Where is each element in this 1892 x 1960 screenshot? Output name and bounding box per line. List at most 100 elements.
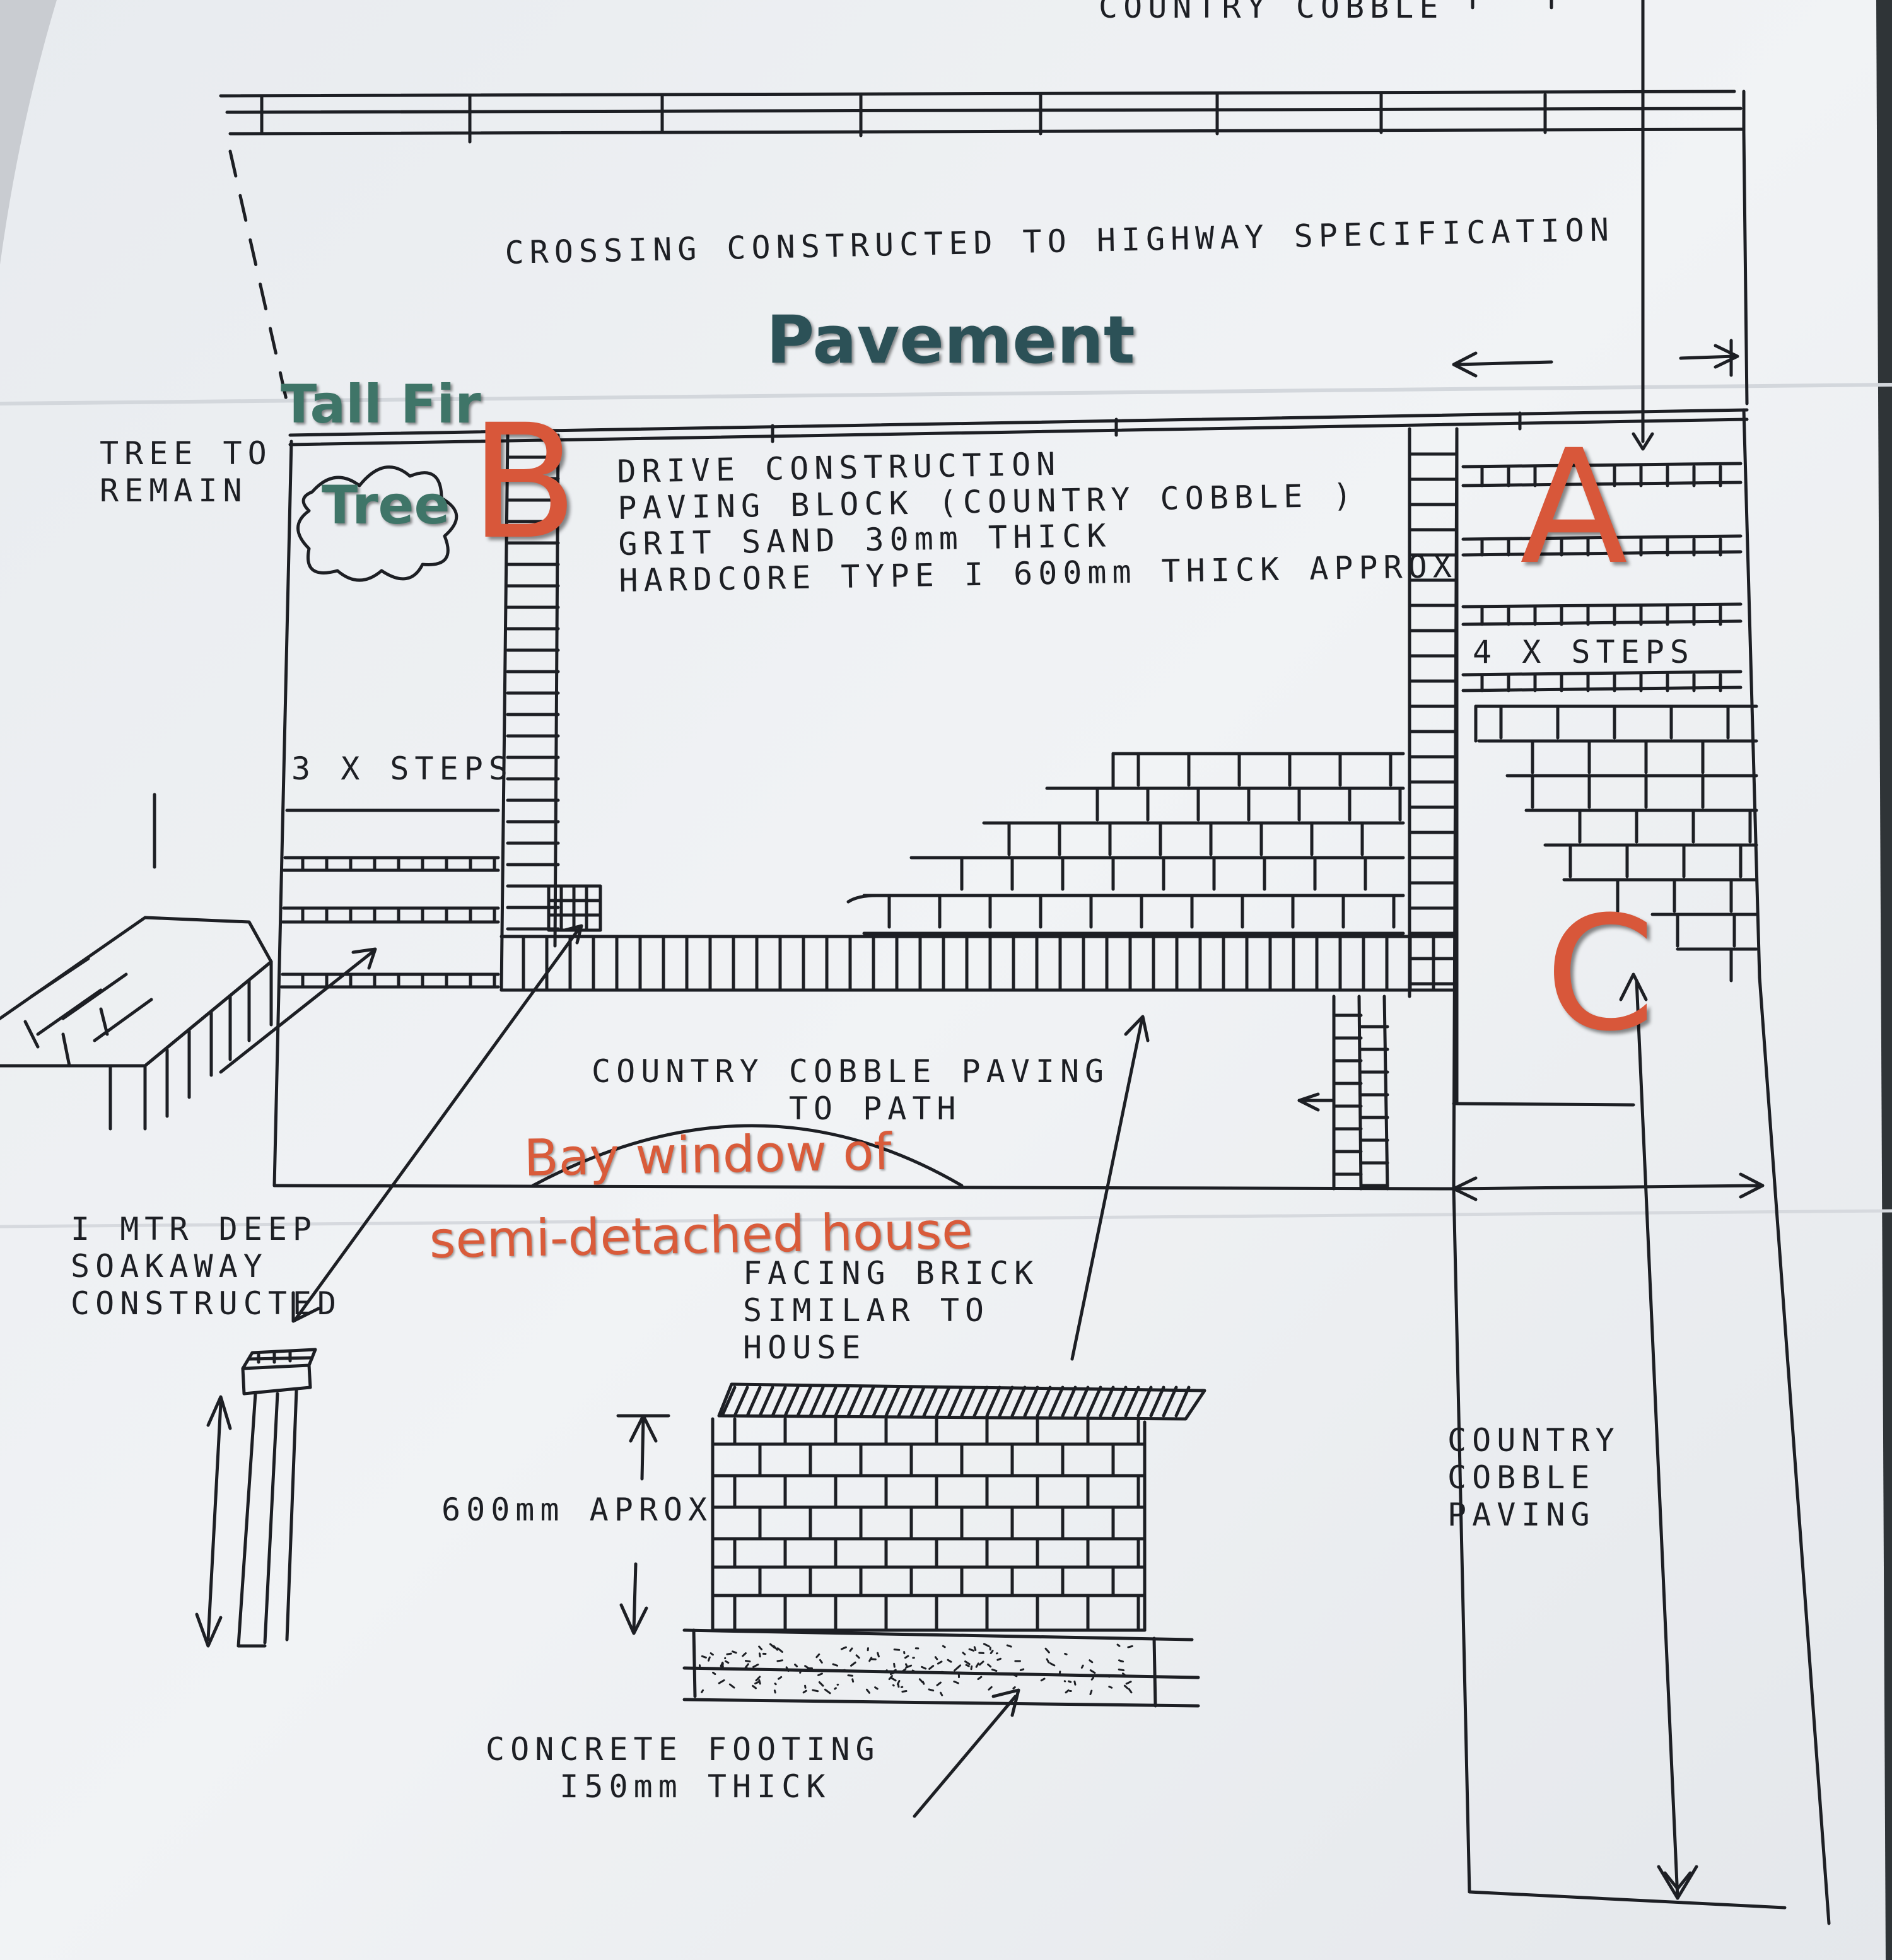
label-drive-construction: DRIVE CONSTRUCTION PAVING BLOCK (COUNTRY… [616, 445, 1458, 599]
coping-hatch [1048, 1385, 1065, 1418]
bin-store-drawing [0, 916, 273, 1131]
footing-aggregate [942, 1645, 946, 1648]
footing-aggregate [773, 1689, 776, 1694]
footing-aggregate [802, 1689, 807, 1694]
label-soakaway: I MTR DEEP SOAKAWAY CONSTRUCTED [71, 1211, 342, 1322]
footing-aggregate [1013, 1674, 1018, 1677]
footing-aggregate [965, 1664, 970, 1667]
three-steps-drawing [279, 808, 500, 989]
footing-aggregate [710, 1652, 714, 1656]
footing-aggregate [936, 1681, 942, 1686]
right-paving-region [1452, 976, 1831, 1925]
coping-hatch [771, 1385, 787, 1418]
wall-elevation-drawing [682, 1382, 1206, 1708]
footing-aggregate [1068, 1680, 1072, 1683]
footing-aggregate [1040, 1677, 1046, 1682]
coping-hatch [821, 1385, 838, 1418]
coping-hatch [1136, 1385, 1153, 1418]
footing-aggregate [988, 1686, 993, 1691]
footing-aggregate [777, 1676, 783, 1680]
annotation-letter-a: A [1520, 416, 1628, 599]
footing-aggregate [884, 1669, 888, 1673]
footing-aggregate [1065, 1689, 1070, 1694]
label-country-cobble-top: COUNTRY COBBLE [1099, 0, 1444, 25]
footing-aggregate [889, 1671, 897, 1676]
bay-window-arc [531, 1124, 964, 1187]
footing-aggregate [1122, 1672, 1126, 1676]
footing-aggregate [732, 1650, 737, 1654]
coping-hatch [1036, 1385, 1052, 1418]
footing-aggregate [893, 1662, 896, 1668]
crossing-dashed-edge [228, 149, 292, 418]
footing-aggregate [785, 1666, 790, 1672]
footing-aggregate [812, 1689, 819, 1693]
coping-hatch [1174, 1385, 1191, 1418]
footing-aggregate [758, 1679, 761, 1685]
footing-aggregate [1089, 1659, 1094, 1664]
footing-aggregate [904, 1655, 909, 1659]
annotation-tall-fir: Tall Fir [281, 373, 481, 435]
coping-hatch [809, 1385, 825, 1418]
footing-aggregate [874, 1686, 879, 1690]
footing-aggregate [905, 1663, 908, 1668]
coping-hatch [922, 1385, 938, 1418]
footing-aggregate [987, 1663, 992, 1668]
footing-aggregate [752, 1684, 757, 1689]
footing-aggregate [1128, 1688, 1133, 1694]
coping-hatch [1099, 1385, 1115, 1418]
soakaway-grid [547, 884, 602, 932]
coping-hatch [1111, 1385, 1128, 1418]
footing-aggregate [1127, 1645, 1133, 1648]
footing-aggregate [970, 1665, 973, 1671]
footing-aggregate [755, 1676, 761, 1682]
footing-aggregate [834, 1687, 837, 1690]
coping-hatch [960, 1385, 976, 1418]
footing-aggregate [818, 1681, 824, 1687]
footing-aggregate [968, 1648, 975, 1652]
annotation-letter-b: B [470, 390, 578, 574]
footing-aggregate [877, 1652, 880, 1658]
footing-aggregate [819, 1659, 823, 1664]
footing-aggregate [754, 1681, 761, 1684]
coping-hatch [783, 1385, 800, 1418]
footing-aggregate [1049, 1662, 1056, 1667]
footing-aggregate [815, 1653, 820, 1659]
footing-aggregate [707, 1656, 711, 1662]
footing-aggregate [1012, 1686, 1016, 1689]
footing-aggregate [891, 1669, 897, 1674]
right-brick-cascade [1474, 704, 1758, 983]
footing-aggregate [1108, 1686, 1113, 1689]
coping-hatch [720, 1385, 737, 1418]
footing-aggregate [817, 1672, 823, 1676]
footing-aggregate [1118, 1668, 1125, 1672]
coping-hatch [872, 1385, 888, 1418]
label-facing-brick: FACING BRICK SIMILAR TO HOUSE [743, 1255, 1039, 1366]
label-cobble-path: COUNTRY COBBLE PAVING TO PATH [592, 1053, 1110, 1127]
footing-aggregate [1116, 1643, 1121, 1647]
coping-hatch [897, 1385, 913, 1418]
footing-aggregate [1089, 1669, 1096, 1674]
footing-aggregate [1006, 1644, 1012, 1648]
footing-aggregate [804, 1665, 811, 1670]
coping-hatch [1073, 1385, 1090, 1418]
footing-aggregate [698, 1664, 701, 1671]
pavement-line [288, 408, 1749, 446]
footing-aggregate [1105, 1674, 1111, 1678]
footing-aggregate [897, 1683, 900, 1688]
label-three-steps: 3 X STEPS [291, 750, 513, 787]
coping-hatch [834, 1385, 850, 1418]
footing-aggregate [799, 1669, 802, 1674]
front-wall-course [499, 935, 1456, 992]
label-600mm: 600mm APROX [441, 1491, 713, 1528]
footing-aggregate [794, 1664, 798, 1667]
footing-aggregate [983, 1643, 990, 1648]
coping-hatch [935, 1385, 951, 1418]
footing-aggregate [928, 1665, 935, 1670]
path-brick-columns [1332, 995, 1389, 1191]
annotation-letter-c: C [1545, 882, 1656, 1066]
footing-aggregate [701, 1655, 707, 1659]
soakaway-post [195, 1348, 317, 1648]
annotation-tree: Tree [322, 474, 450, 536]
coping-hatch [985, 1385, 1001, 1418]
